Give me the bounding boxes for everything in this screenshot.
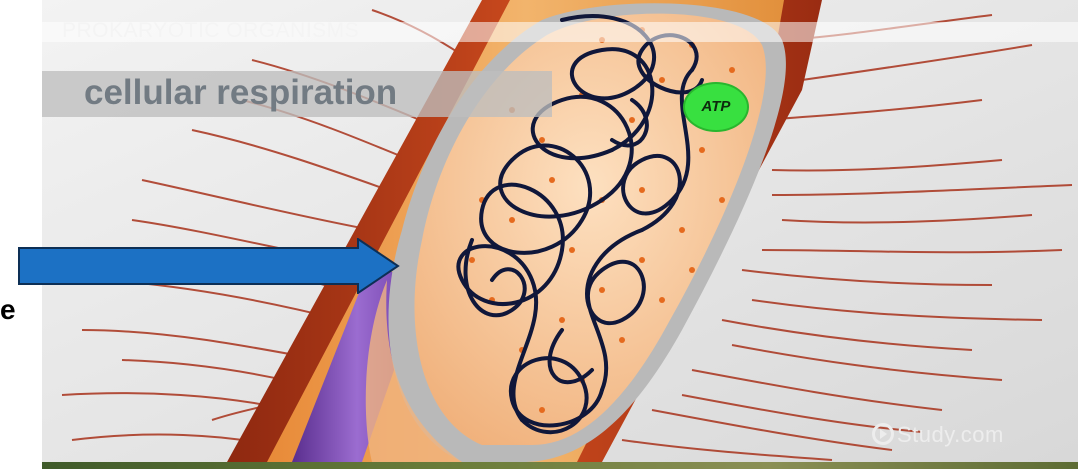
bacterium-illustration bbox=[42, 0, 1078, 462]
slide-title: cellular respiration bbox=[84, 73, 397, 113]
play-circle-icon bbox=[872, 423, 894, 445]
slide-image: PROKARYOTIC ORGANISMS cellular respirati… bbox=[42, 0, 1078, 462]
slide-header: PROKARYOTIC ORGANISMS bbox=[62, 19, 359, 43]
blue-arrow bbox=[18, 238, 400, 294]
watermark-text: Study.com bbox=[897, 422, 1004, 447]
watermark: Study.com bbox=[872, 422, 1004, 448]
atp-label: ATP bbox=[683, 82, 749, 132]
bottom-strip bbox=[42, 462, 1078, 469]
side-letter: e bbox=[0, 294, 16, 326]
